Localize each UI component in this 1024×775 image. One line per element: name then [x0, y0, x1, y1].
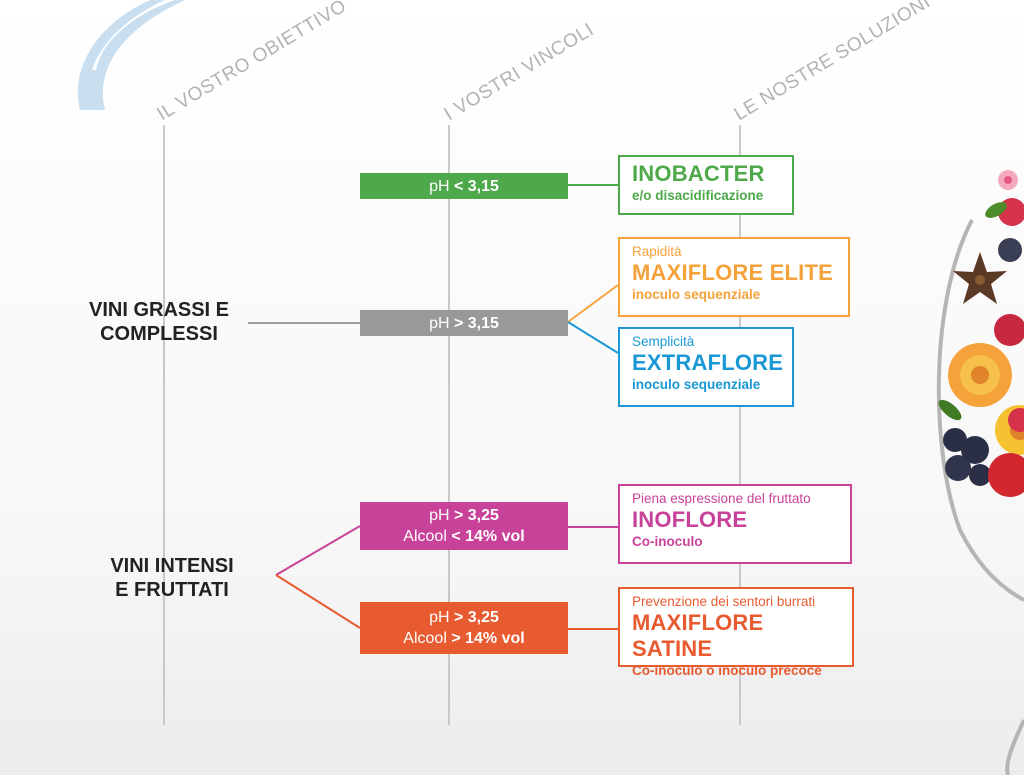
solution-prefix: Rapidità	[632, 244, 682, 259]
constraint-ph-alcool-high: pH > 3,25 Alcool > 14% vol	[360, 602, 568, 654]
constraint-ph-below-315: pH < 3,15	[360, 173, 568, 199]
decorative-swoosh	[77, 0, 185, 110]
solution-prefix: Piena espressione del fruttato	[632, 491, 811, 506]
constraint-row: pH > 3,25	[429, 505, 499, 526]
constraint-value: < 14% vol	[451, 528, 525, 545]
solution-note: inoculo sequenziale	[632, 377, 761, 392]
wine-glass-illustration	[936, 170, 1024, 775]
cherry-icon	[988, 453, 1024, 497]
constraint-row: Alcool > 14% vol	[403, 628, 524, 649]
solution-note: inoculo sequenziale	[632, 287, 761, 302]
goal-vini-intensi-line1: VINI INTENSI	[110, 555, 234, 577]
solution-name: MAXIFLORE SATINE	[632, 610, 764, 661]
connector-goal1-c2	[248, 322, 360, 324]
solution-note: e/o disacidificazione	[632, 188, 764, 203]
constraint-row: pH > 3,25	[429, 607, 499, 628]
constraint-label: pH	[429, 507, 450, 524]
solution-inobacter: INOBACTER e/o disacidificazione	[618, 155, 794, 215]
solution-name: INOBACTER	[632, 161, 765, 186]
constraint-value: > 14% vol	[451, 630, 525, 647]
solution-note: Co-inoculo o inoculo precoce	[632, 663, 822, 678]
connector-c3-s4	[568, 526, 618, 528]
solution-prefix: Prevenzione dei sentori burrati	[632, 594, 816, 609]
goal-vini-grassi-line1: VINI GRASSI E	[88, 299, 230, 321]
solution-name: INOFLORE	[632, 507, 748, 532]
connector-c1-s1	[568, 184, 618, 186]
solution-maxiflore-elite: Rapidità MAXIFLORE ELITE inoculo sequenz…	[618, 237, 850, 317]
pink-flower-icon	[998, 170, 1018, 190]
connector-c4-s5	[568, 628, 618, 630]
constraint-row: pH > 3,15	[429, 313, 499, 334]
constraint-value: < 3,15	[453, 177, 499, 195]
constraint-value: > 3,25	[453, 609, 499, 626]
solution-inoflore: Piena espressione del fruttato INOFLORE …	[618, 484, 852, 564]
orange-flower-icon	[948, 343, 1012, 407]
column-line-objective	[163, 125, 165, 725]
constraint-ph-alcool-low: pH > 3,25 Alcool < 14% vol	[360, 502, 568, 550]
leaf-icon	[938, 399, 962, 421]
blueberries-icon	[943, 238, 1022, 486]
constraint-label: Alcool	[403, 528, 447, 545]
raspberry-icon	[1008, 408, 1024, 432]
constraint-label: pH	[429, 609, 450, 626]
star-anise-icon	[953, 252, 1007, 304]
constraint-ph-above-315: pH > 3,15	[360, 310, 568, 336]
goal-vini-intensi: VINI INTENSI E FRUTTATI	[92, 554, 252, 602]
solution-prefix: Semplicità	[632, 334, 695, 349]
goal-vini-intensi-line2: E FRUTTATI	[115, 579, 229, 601]
solution-name: MAXIFLORE ELITE	[632, 260, 833, 285]
solution-note: Co-inoculo	[632, 534, 703, 549]
constraint-label: Alcool	[403, 630, 447, 647]
constraint-label: pH	[429, 314, 450, 332]
goal-vini-grassi: VINI GRASSI E COMPLESSI	[74, 298, 244, 346]
constraint-value: > 3,25	[453, 507, 499, 524]
goal-vini-grassi-line2: COMPLESSI	[100, 323, 218, 345]
column-line-solutions	[739, 125, 741, 725]
constraint-row: pH < 3,15	[429, 176, 499, 197]
solution-maxiflore-satine: Prevenzione dei sentori burrati MAXIFLOR…	[618, 587, 854, 678]
solution-name: EXTRAFLORE	[632, 350, 784, 375]
constraint-value: > 3,15	[453, 314, 499, 332]
solution-extraflore: Semplicità EXTRAFLORE inoculo sequenzial…	[618, 327, 794, 407]
column-line-constraints	[448, 125, 450, 725]
raspberry-icon	[994, 314, 1024, 346]
constraint-label: pH	[429, 177, 450, 195]
constraint-row: Alcool < 14% vol	[403, 526, 524, 547]
leaf-icon	[985, 202, 1007, 218]
